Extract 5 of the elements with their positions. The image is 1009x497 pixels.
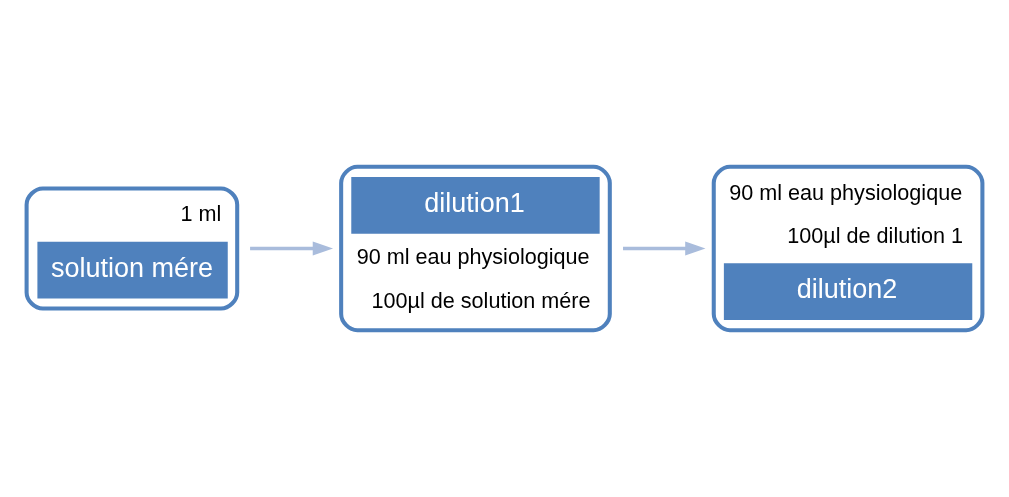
node-box: 1 ml solution mére [24,186,240,311]
node-box: dilution1 90 ml eau physiologique 100µl de solution mére [339,164,612,333]
node-box: 90 ml eau physiologique 100µl de dilution 1 dilution2 [711,164,985,333]
arrow [623,241,706,256]
arrow [250,241,334,256]
